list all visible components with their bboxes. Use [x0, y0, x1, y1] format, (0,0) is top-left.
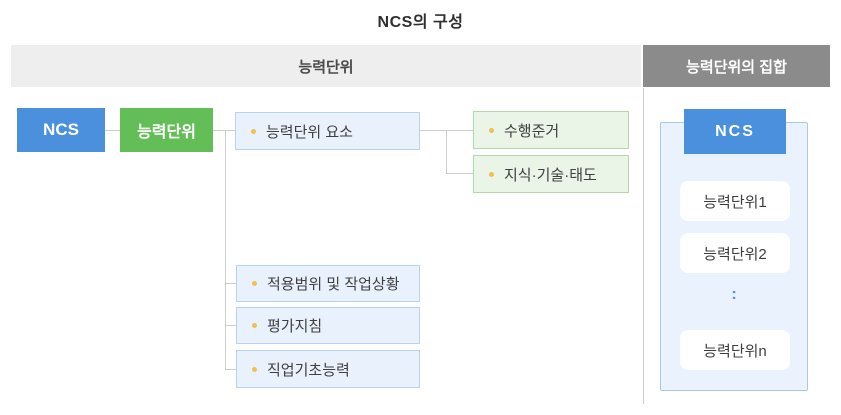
evaluation-guide-label: 평가지침 [267, 318, 323, 335]
basic-job-skills-box: 직업기초능력 [236, 350, 420, 388]
collection-unit-n-box: 능력단위n [680, 330, 790, 370]
collection-ellipsis: : [731, 286, 737, 303]
bullet-icon [489, 171, 494, 177]
competency-unit-box: 능력단위 [120, 108, 213, 152]
section-header-collection-label: 능력단위의 집합 [686, 58, 787, 76]
connector-line [226, 369, 236, 370]
unit-element-box: 능력단위 요소 [235, 112, 420, 150]
basic-job-skills-label: 직업기초능력 [267, 361, 350, 379]
collection-unit-2-box: 능력단위2 [680, 233, 790, 273]
diagram-title: NCS의 구성 [377, 14, 464, 31]
section-header-unit: 능력단위 [11, 45, 641, 87]
bullet-icon [252, 281, 257, 286]
performance-criteria-box: 수행준거 [473, 111, 629, 149]
evaluation-guide-box: 평가지침 [236, 307, 420, 344]
connector-line [226, 283, 236, 284]
connector-line [420, 130, 446, 131]
collection-ncs-label: NCS [715, 122, 755, 140]
knowledge-skill-attitude-box: 지식·기술·태도 [473, 155, 629, 193]
connector-line [105, 130, 120, 131]
connector-line [447, 173, 473, 174]
section-header-unit-label: 능력단위 [298, 58, 354, 76]
bullet-icon [252, 323, 257, 328]
collection-unit-1-box: 능력단위1 [680, 181, 790, 221]
section-header-collection: 능력단위의 집합 [643, 45, 830, 87]
bullet-icon [251, 128, 256, 134]
ncs-box-label: NCS [43, 120, 79, 139]
bullet-icon [252, 366, 257, 372]
connector-line [446, 130, 447, 174]
performance-criteria-label: 수행준거 [504, 122, 560, 140]
connector-line [213, 130, 235, 131]
bullet-icon [489, 127, 494, 133]
ncs-box: NCS [17, 108, 105, 152]
competency-unit-box-label: 능력단위 [137, 124, 196, 141]
collection-ncs-box: NCS [684, 109, 786, 154]
collection-unit-1-label: 능력단위1 [703, 193, 767, 211]
application-scope-label: 적용범위 및 작업상황 [267, 276, 400, 293]
collection-unit-2-label: 능력단위2 [703, 245, 767, 263]
connector-line [225, 130, 226, 370]
unit-element-label: 능력단위 요소 [266, 123, 353, 141]
collection-unit-n-label: 능력단위n [703, 342, 767, 360]
knowledge-skill-attitude-label: 지식·기술·태도 [504, 166, 597, 184]
connector-line [226, 325, 236, 326]
connector-line [447, 130, 473, 131]
section-divider-line [643, 88, 644, 404]
application-scope-box: 적용범위 및 작업상황 [236, 265, 420, 302]
